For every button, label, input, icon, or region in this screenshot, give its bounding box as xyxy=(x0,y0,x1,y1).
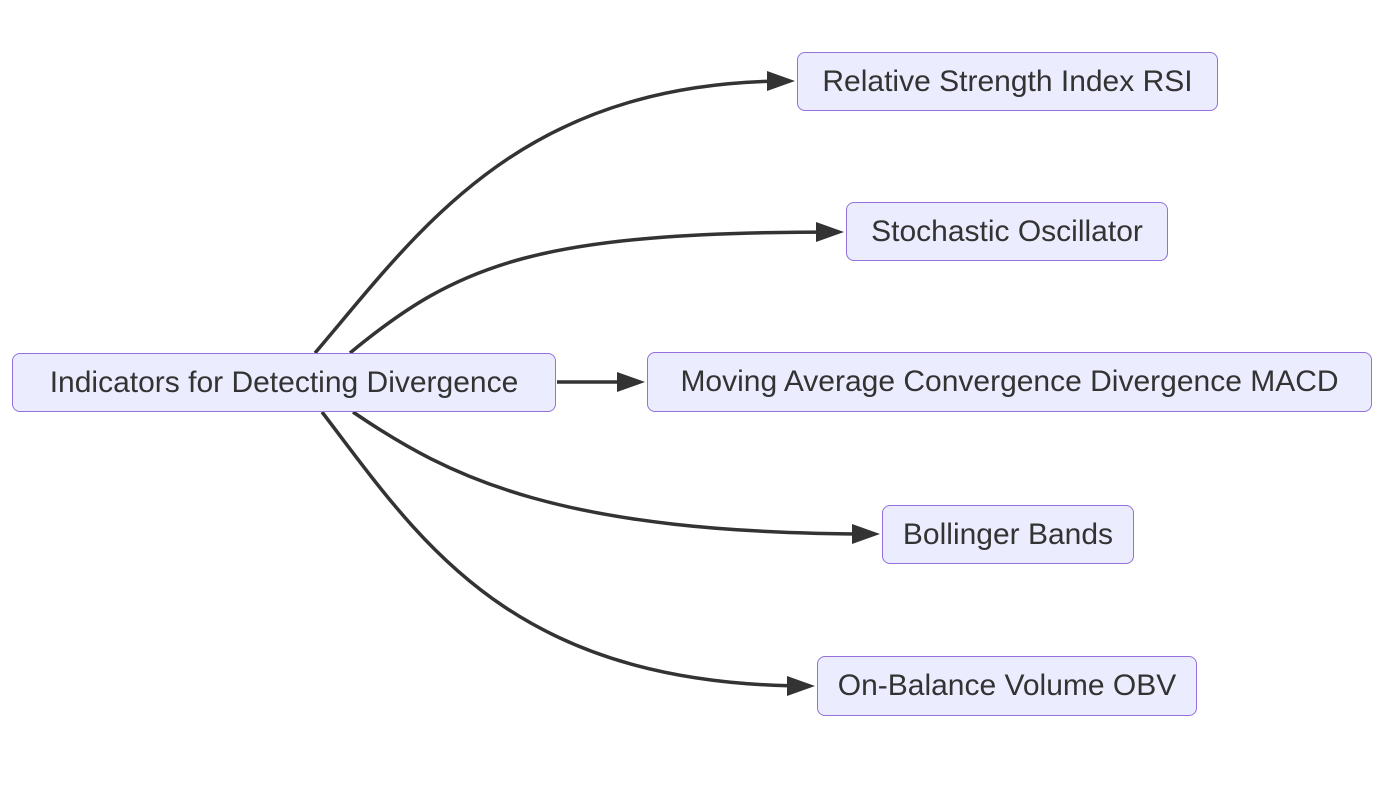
edge-root-to-bollinger xyxy=(352,410,880,544)
node-label: Indicators for Detecting Divergence xyxy=(49,365,519,399)
node-bollinger-bands: Bollinger Bands xyxy=(882,505,1134,564)
node-label: Moving Average Convergence Divergence MA… xyxy=(680,365,1339,398)
node-label: Stochastic Oscillator xyxy=(871,214,1143,248)
edge-root-to-obv xyxy=(320,410,815,696)
node-label: Bollinger Bands xyxy=(902,517,1114,551)
node-stochastic-oscillator: Stochastic Oscillator xyxy=(846,202,1168,261)
edge-root-to-stochastic xyxy=(348,222,844,355)
node-relative-strength-index-rsi: Relative Strength Index RSI xyxy=(797,52,1218,111)
node-label: On-Balance Volume OBV xyxy=(837,669,1177,702)
edge-root-to-rsi xyxy=(313,71,795,355)
node-indicators-for-detecting-divergence: Indicators for Detecting Divergence xyxy=(12,353,556,412)
node-macd: Moving Average Convergence Divergence MA… xyxy=(647,352,1372,412)
node-label: Relative Strength Index RSI xyxy=(822,64,1193,98)
node-on-balance-volume-obv: On-Balance Volume OBV xyxy=(817,656,1197,716)
